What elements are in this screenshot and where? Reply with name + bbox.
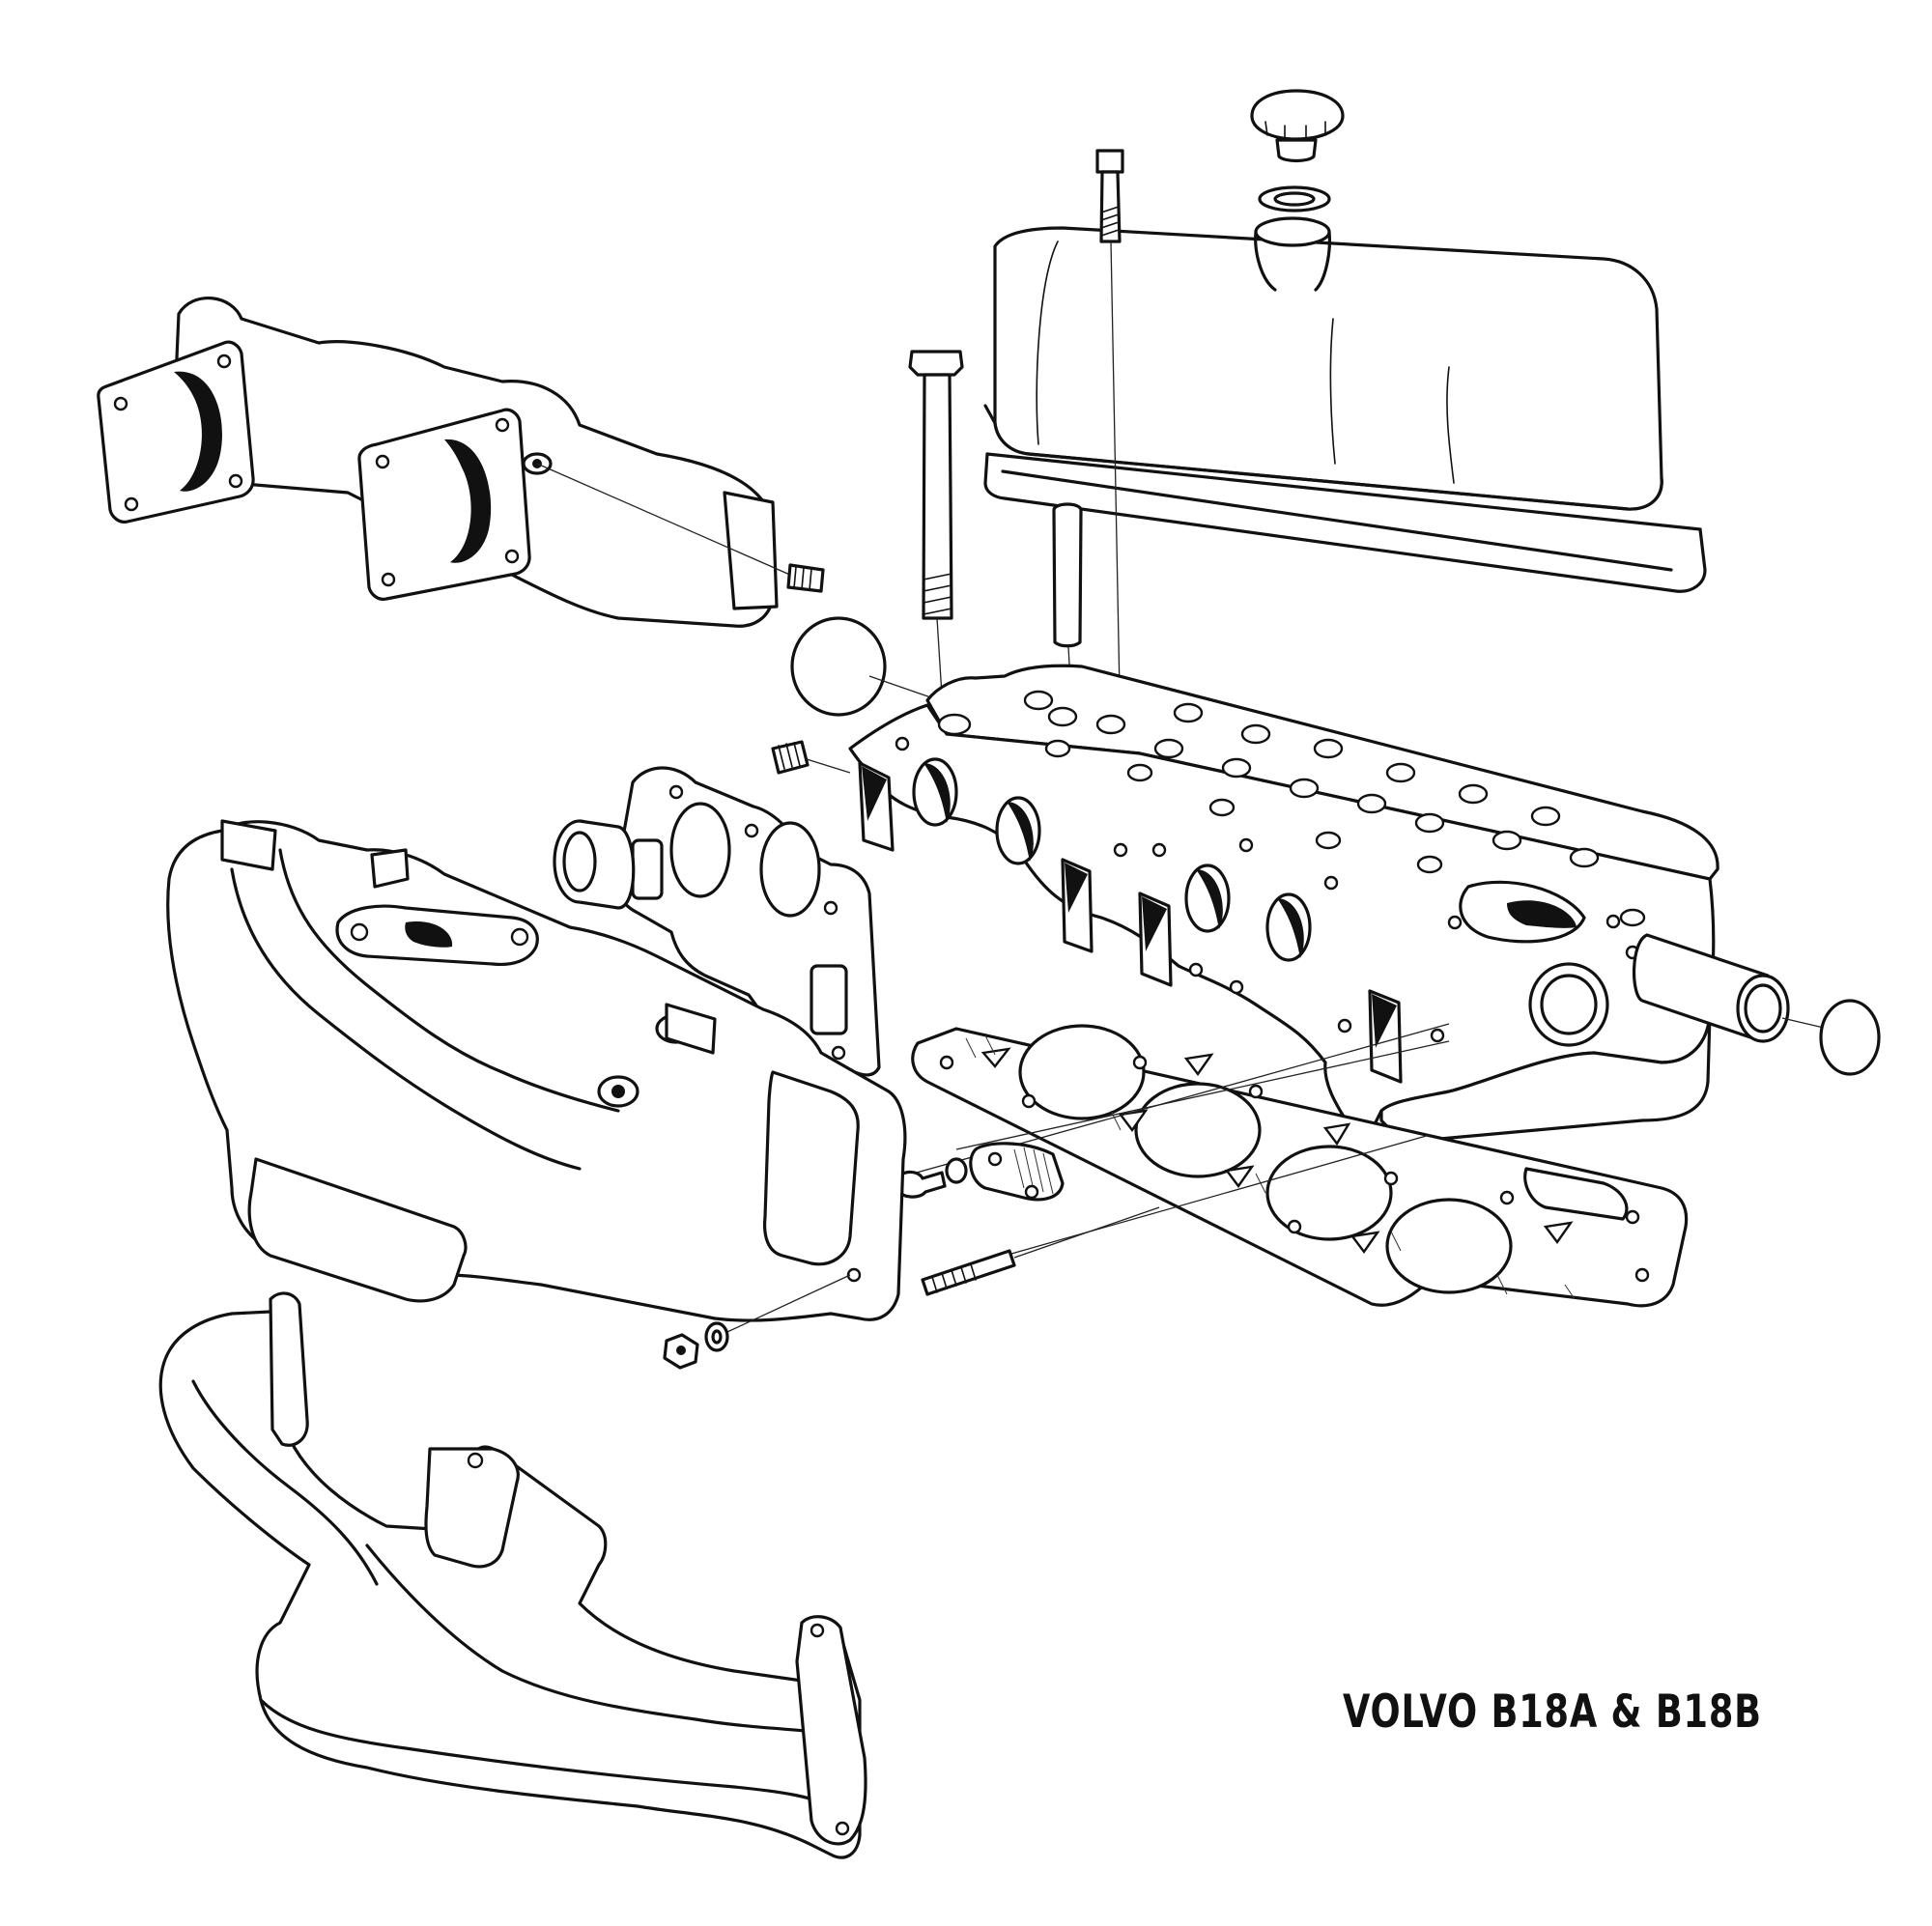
intake-manifold bbox=[97, 297, 793, 628]
valve-cover bbox=[983, 216, 1663, 511]
spacer-block bbox=[969, 1142, 1065, 1202]
core-plug-disc bbox=[790, 616, 943, 717]
bracket-screw bbox=[896, 1170, 947, 1199]
sealing-ring bbox=[553, 819, 636, 910]
head-gasket bbox=[911, 1024, 1689, 1308]
manifold-gasket bbox=[613, 766, 881, 1077]
oil-filler-cap bbox=[1250, 89, 1345, 163]
washer-small bbox=[945, 1157, 968, 1184]
exhaust-manifold bbox=[166, 819, 907, 1322]
small-stud bbox=[771, 740, 851, 775]
head-bolt bbox=[908, 350, 964, 696]
diagram-title: VOLVO B18A & B18B bbox=[1343, 1685, 1762, 1739]
manifold-nut bbox=[663, 1333, 699, 1370]
cover-bolt bbox=[1095, 149, 1124, 745]
water-outlet-pipe bbox=[1633, 933, 1841, 1043]
valve-cover-gasket bbox=[983, 452, 1707, 593]
outlet-cap-disc bbox=[1819, 999, 1881, 1076]
manifold-plug bbox=[786, 563, 825, 593]
valve-pockets bbox=[937, 690, 1646, 927]
cylinder-head bbox=[848, 664, 1719, 1142]
filler-cap-gasket bbox=[1258, 185, 1331, 212]
exhaust-downpipe bbox=[158, 1291, 867, 1859]
manifold-stud bbox=[921, 1206, 1160, 1296]
manifold-washer bbox=[704, 1321, 729, 1352]
